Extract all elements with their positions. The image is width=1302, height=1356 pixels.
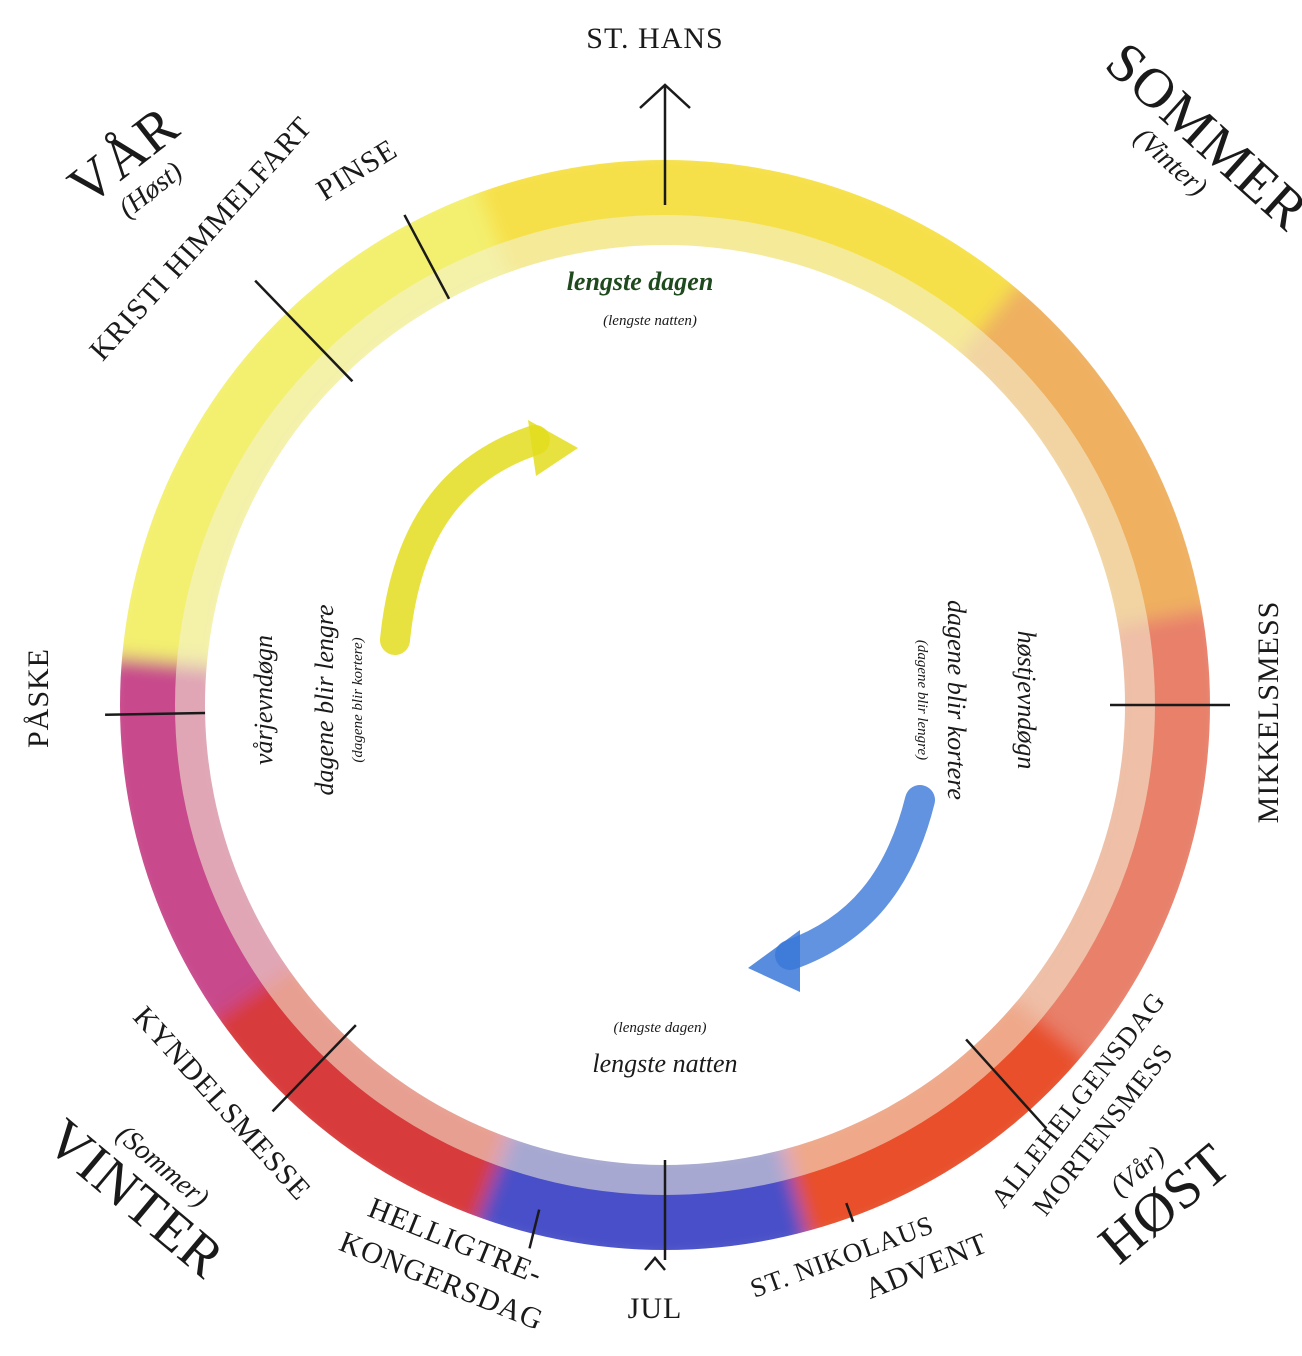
label-longest-night: lengste natten: [592, 1049, 737, 1078]
label-spring-equinox: vårjevndøgn: [249, 635, 278, 765]
marker-kyndelsmesse: [271, 1024, 357, 1113]
marker-allehelgensdag: [965, 1038, 1048, 1130]
label-longest-day: lengste dagen: [567, 267, 714, 296]
marker-paske: [105, 711, 206, 717]
ring-segment-autumn: [780, 991, 1094, 1246]
label-mikkelsmess: MIKKELSMESS: [1252, 601, 1285, 824]
ring-segment-winter-red: [206, 960, 513, 1232]
label-days-longer: dagene blir lengre: [310, 604, 339, 795]
season-spring: VÅR (Høst): [57, 94, 191, 224]
arrowhead-jul: [644, 1256, 666, 1271]
marker-helligtrekongersdag: [528, 1209, 541, 1249]
label-days-longer-alt: (dagene blir kortere): [350, 637, 366, 762]
label-longest-night-alt: (lengste dagen): [614, 1020, 707, 1036]
arrowhead-st-hans: [639, 83, 691, 109]
season-summer-label: SOMMER: [1094, 30, 1302, 243]
days-shortening-arrowhead: [748, 930, 800, 992]
label-longest-day-alt: (lengste natten): [603, 313, 697, 329]
marker-st-nikolaus: [845, 1202, 855, 1223]
marker-pinse: [403, 214, 451, 300]
season-summer: SOMMER (Vinter): [1094, 30, 1302, 243]
festival-markers: [105, 83, 1230, 1271]
label-st-hans: ST. HANS: [586, 22, 723, 55]
label-jul: JUL: [628, 1292, 683, 1325]
label-autumn-equinox: høstjevndøgn: [1012, 631, 1041, 770]
label-pinse: PINSE: [311, 133, 403, 208]
label-paske: PÅSKE: [22, 648, 55, 748]
season-autumn-label: HØST: [1087, 1132, 1242, 1276]
days-shortening-arrow: [775, 785, 935, 970]
days-lengthening-arrow: [380, 425, 550, 655]
marker-kristi-himmelfart: [254, 279, 354, 383]
days-lengthening-arrowhead: [528, 420, 578, 476]
label-days-shorter: dagene blir kortere: [942, 600, 971, 800]
label-days-shorter-alt: (dagene blir lengre): [914, 640, 930, 760]
